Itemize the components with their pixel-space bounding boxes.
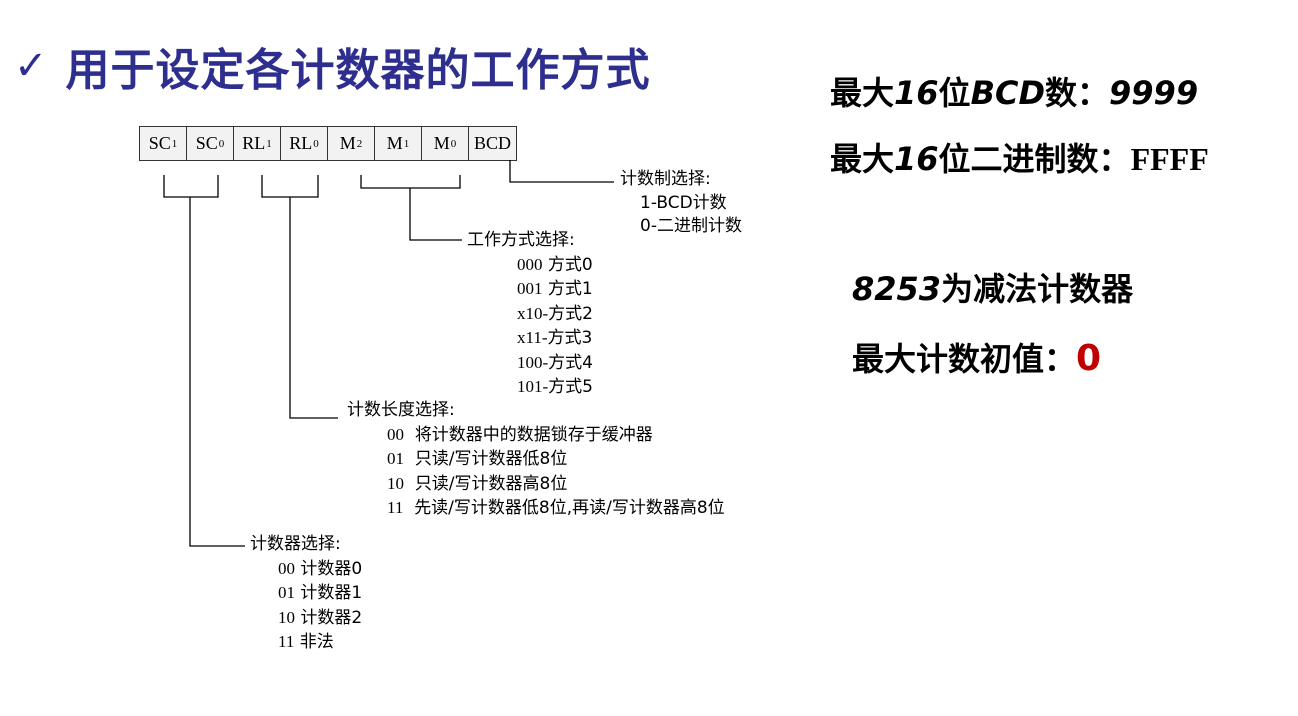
bcd-max-note: 最大16位BCD数：9999	[830, 74, 1199, 112]
mode-option: 101-方式5	[517, 377, 593, 397]
init-value-note: 最大计数初值：0	[852, 338, 1102, 379]
length-select-heading: 计数长度选择:	[347, 400, 455, 420]
rl-bracket	[261, 175, 319, 198]
bit-bcd: BCD	[469, 127, 516, 160]
rl-connector	[289, 197, 338, 419]
counter-option: 11 非法	[278, 632, 334, 652]
counter-select-block: 计数器选择: 00 计数器0 01 计数器1 10 计数器2 11 非法	[250, 533, 362, 655]
m-connector	[409, 188, 462, 241]
counter-select-heading: 计数器选择:	[250, 534, 341, 554]
checkmark-icon: ✓	[14, 43, 48, 89]
counter-option: 10 计数器2	[278, 607, 363, 628]
counter-option: 00 计数器0	[278, 558, 363, 579]
bcd-connector	[509, 160, 614, 183]
bcd-select-heading: 计数制选择:	[620, 169, 711, 189]
mode-select-heading: 工作方式选择:	[467, 230, 575, 250]
slide-title: 用于设定各计数器的工作方式	[65, 45, 651, 96]
mode-option: 001 方式1	[517, 279, 593, 299]
mode-option: 000 方式0	[517, 254, 593, 275]
bcd-option: 1-BCD计数	[640, 192, 727, 213]
binary-option: 0-二进制计数	[640, 216, 742, 236]
length-option: 00 将计数器中的数据锁存于缓冲器	[387, 424, 653, 445]
sc-bracket	[163, 175, 219, 198]
title-row: ✓ 用于设定各计数器的工作方式	[14, 36, 651, 96]
length-select-block: 计数长度选择: 00 将计数器中的数据锁存于缓冲器 01 只读/写计数器低8位 …	[347, 399, 725, 521]
binary-max-note: 最大16位二进制数：FFFF	[830, 140, 1209, 178]
length-option: 10 只读/写计数器高8位	[387, 473, 568, 494]
bcd-select-block: 计数制选择: 1-BCD计数 0-二进制计数	[620, 168, 742, 239]
length-option: 11 先读/写计数器低8位,再读/写计数器高8位	[387, 498, 725, 518]
counter-option: 01 计数器1	[278, 583, 363, 603]
mode-select-block: 工作方式选择: 000 方式0 001 方式1 x10-方式2 x11-方式3 …	[467, 229, 593, 400]
mode-option: 100-方式4	[517, 352, 593, 373]
sc-connector	[189, 197, 245, 547]
counter-type-note: 8253为减法计数器	[852, 270, 1134, 308]
init-value: 0	[1076, 338, 1102, 379]
mode-option: x10-方式2	[517, 303, 593, 324]
mode-option: x11-方式3	[517, 328, 593, 348]
length-option: 01 只读/写计数器低8位	[387, 449, 568, 469]
m-bracket	[360, 175, 461, 189]
